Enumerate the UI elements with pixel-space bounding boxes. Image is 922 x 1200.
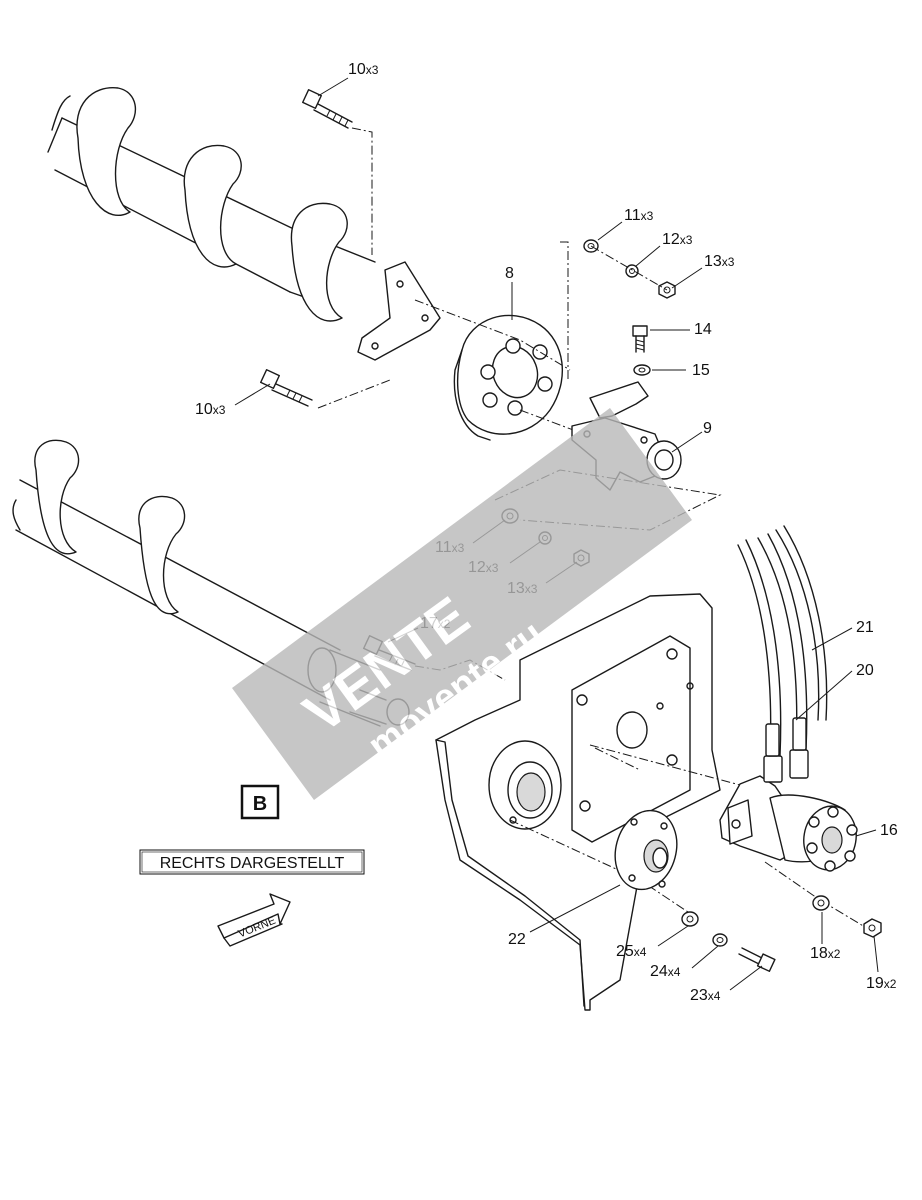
assembly-line — [589, 744, 741, 786]
plate-bore — [616, 711, 648, 749]
callout-18: 18x2 — [810, 945, 841, 962]
callout-21: 21 — [856, 619, 874, 636]
hydraulic-hoses-20-21 — [737, 525, 828, 757]
view-note-box: RECHTS DARGESTELLT — [139, 849, 365, 875]
callout-22: 22 — [508, 931, 526, 948]
callout-25: 25x4 — [616, 943, 647, 960]
gearbox-frame-plate — [435, 593, 721, 1011]
auger-flight — [76, 87, 137, 217]
assembly-line — [590, 245, 668, 291]
callout-10-lower: 10x3 — [195, 401, 226, 418]
assembly-line — [414, 299, 571, 371]
callout-24: 24x4 — [650, 963, 681, 980]
coupling-part-8 — [453, 314, 563, 441]
callout-8: 8 — [505, 265, 514, 282]
nut-19 — [863, 918, 882, 938]
assembly-line — [351, 127, 373, 255]
auger-cut — [12, 499, 21, 531]
bolt-14 — [632, 325, 648, 353]
callout-12-top: 12x3 — [662, 231, 693, 248]
auger-flight — [290, 202, 348, 322]
auger-flight — [34, 439, 80, 555]
flange-hole — [396, 280, 404, 288]
shaft-flange — [357, 261, 441, 361]
callout-10-top: 10x3 — [348, 61, 379, 78]
direction-arrow: VORNE — [217, 893, 291, 947]
callout-14: 14 — [694, 321, 712, 338]
washer-15 — [633, 364, 651, 376]
callout-19: 19x2 — [866, 975, 897, 992]
washer-18 — [812, 895, 830, 911]
upper-auger — [47, 87, 441, 361]
auger-flight-edge — [47, 95, 71, 153]
view-label-text: B — [253, 793, 267, 815]
callout-13-top: 13x3 — [704, 253, 735, 270]
callout-23: 23x4 — [690, 987, 721, 1004]
bearing-flange-22 — [614, 809, 678, 891]
assembly-line — [317, 379, 391, 409]
callout-20: 20 — [856, 662, 874, 679]
hardware-11-12-13-top — [583, 239, 676, 299]
callout-11-top: 11x3 — [624, 207, 654, 224]
callout-15: 15 — [692, 362, 710, 379]
flange-hole — [421, 314, 429, 322]
flange-hole — [371, 342, 379, 350]
assembly-line — [560, 241, 569, 380]
view-note-text: RECHTS DARGESTELLT — [160, 855, 345, 872]
view-label-b: B — [240, 784, 280, 820]
callout-16: 16 — [880, 822, 898, 839]
auger-flight — [138, 495, 186, 615]
auger-flight — [183, 144, 242, 268]
assembly-line — [764, 861, 871, 931]
hydraulic-motor-16 — [719, 749, 858, 872]
bolt-10-lower — [259, 368, 313, 407]
hardware-25-24-23 — [681, 911, 776, 973]
bolt-10-top — [301, 88, 353, 129]
callout-9: 9 — [703, 420, 712, 437]
